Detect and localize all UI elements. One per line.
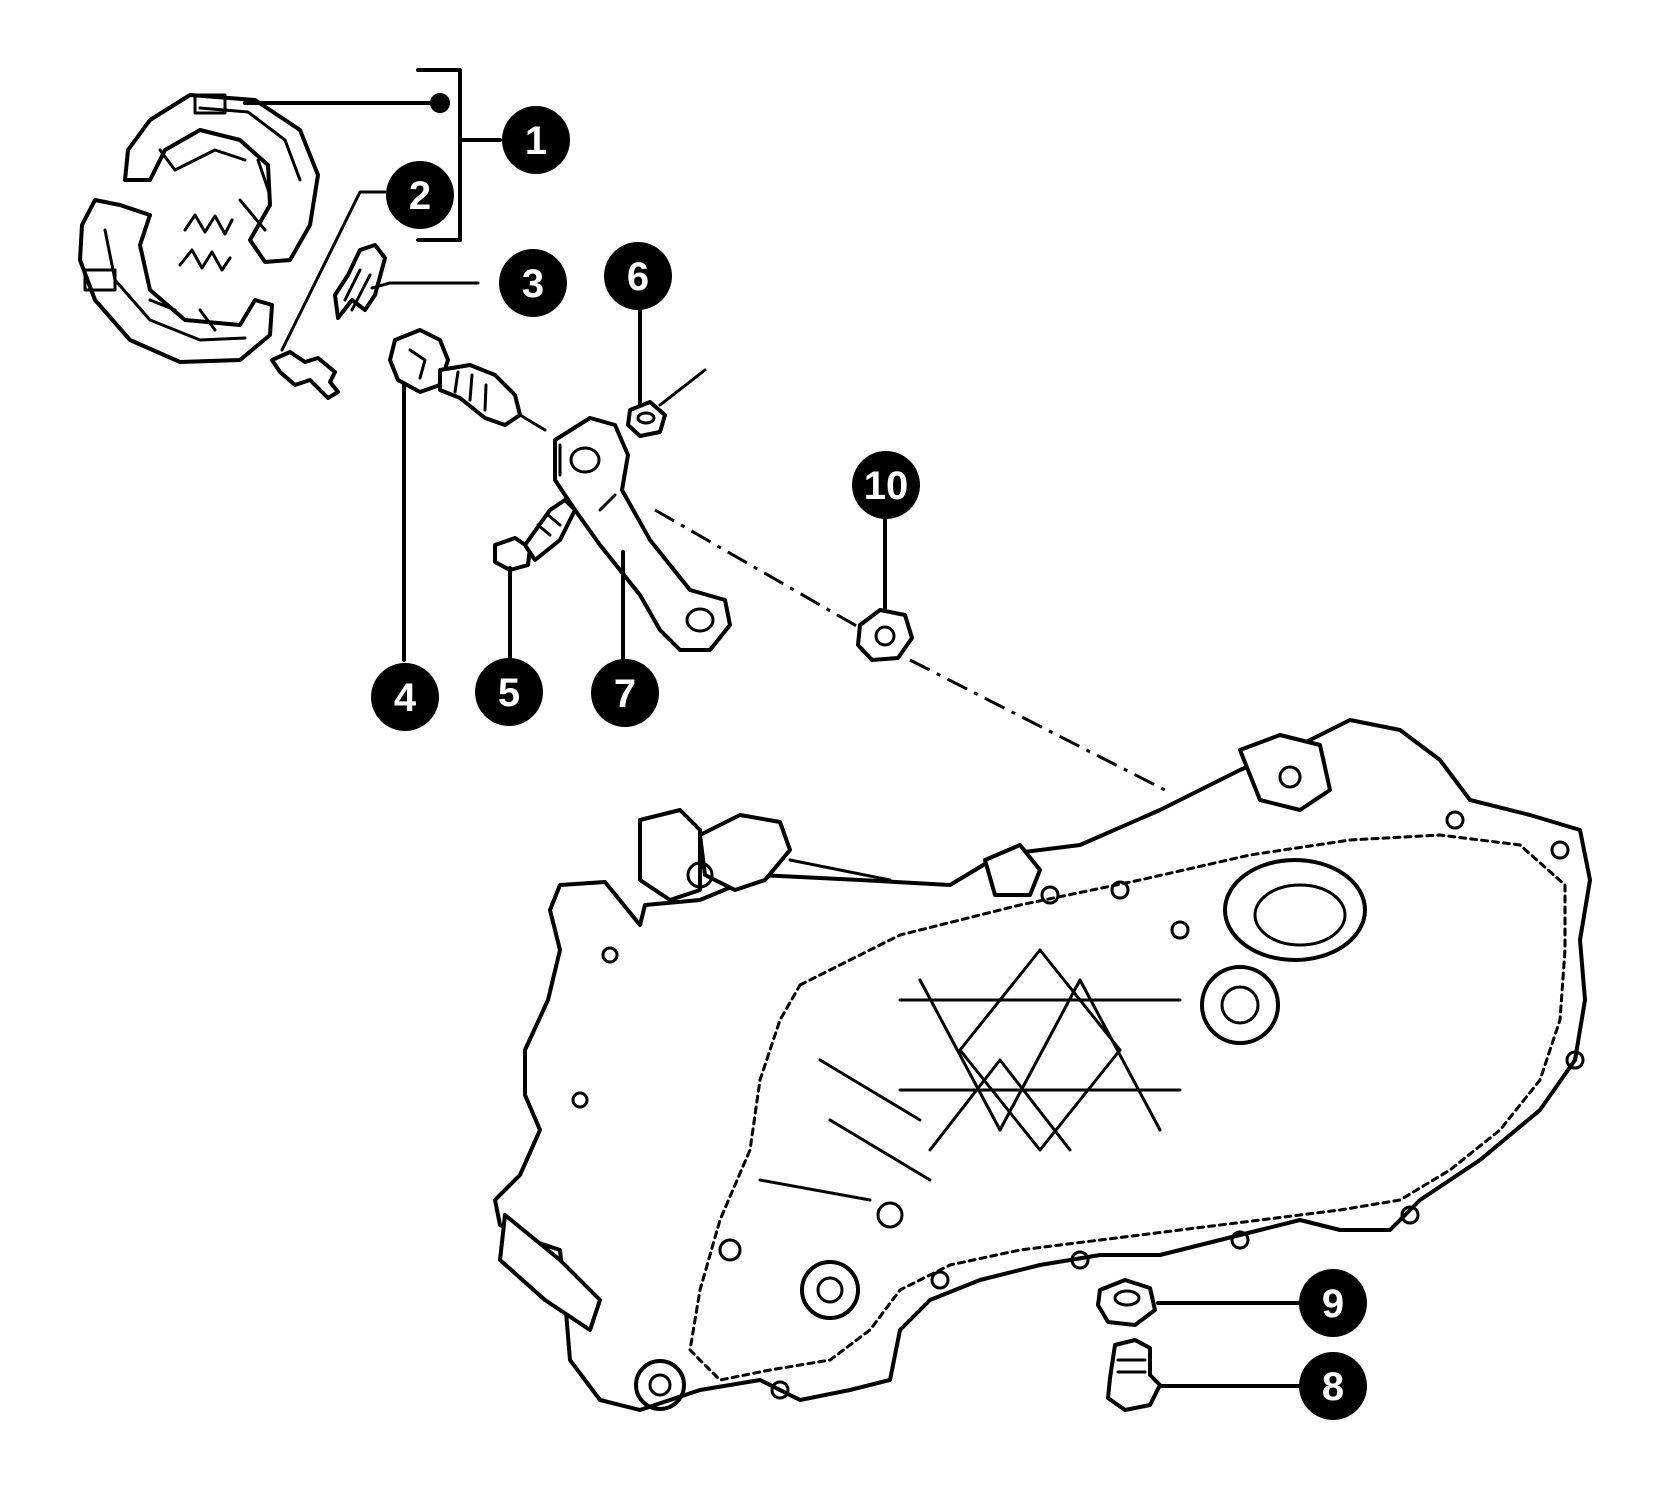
washer-part: [626, 303, 707, 438]
callout-7-label: 7: [614, 672, 636, 716]
assembly-axis-line: [654, 508, 1166, 792]
callout-4: 4: [371, 663, 439, 731]
crankcase-part: [493, 718, 1592, 1412]
callout-3-label: 3: [522, 262, 544, 306]
callout-6: 6: [604, 242, 672, 310]
brake-cam-part: [388, 328, 547, 662]
callout-6-label: 6: [627, 255, 649, 299]
brake-lever-part: [553, 416, 732, 662]
callout-3: 3: [499, 249, 567, 317]
bolt-part: [493, 498, 577, 662]
callout-7: 7: [591, 659, 659, 727]
drain-plug-part: [1106, 1338, 1302, 1412]
callout-1: 1: [502, 106, 570, 174]
callout-8: 8: [1299, 1352, 1367, 1420]
nut-part: [856, 503, 914, 662]
callout-bracket: [416, 68, 502, 242]
callout-8-label: 8: [1322, 1365, 1344, 1409]
callout-2: 2: [386, 161, 454, 229]
callout-10: 10: [852, 451, 920, 519]
callout-5-label: 5: [498, 671, 520, 715]
brake-shoe-assembly: [78, 93, 450, 364]
callout-9-label: 9: [1322, 1282, 1344, 1326]
spring-clip-part: [270, 190, 387, 400]
callout-1-label: 1: [525, 119, 547, 163]
callout-4-label: 4: [394, 676, 417, 720]
drain-washer-part: [1096, 1278, 1302, 1327]
return-spring-part: [333, 243, 480, 320]
callout-9: 9: [1299, 1269, 1367, 1337]
callout-5: 5: [475, 658, 543, 726]
callout-10-label: 10: [864, 464, 909, 508]
callout-2-label: 2: [409, 174, 431, 218]
